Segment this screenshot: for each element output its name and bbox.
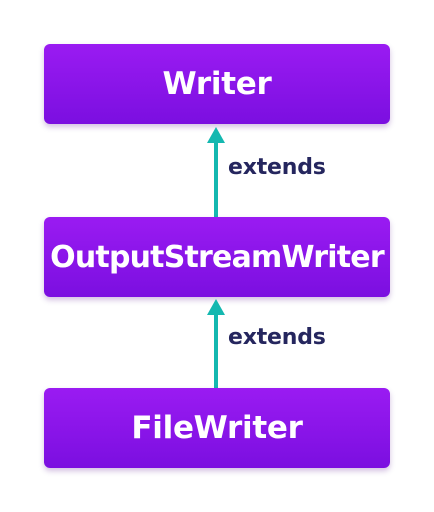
filewriter-label: FileWriter [131, 410, 303, 446]
extends-label-lower: extends [228, 325, 326, 350]
extends-arrow-lower [207, 299, 225, 388]
outputstreamwriter-box: OutputStreamWriter [44, 217, 390, 297]
writer-box: Writer [44, 44, 390, 124]
extends-arrow-upper [207, 127, 225, 217]
outputstreamwriter-label: OutputStreamWriter [50, 239, 385, 275]
writer-label: Writer [162, 66, 272, 102]
filewriter-box: FileWriter [44, 388, 390, 468]
extends-label-upper: extends [228, 155, 326, 180]
